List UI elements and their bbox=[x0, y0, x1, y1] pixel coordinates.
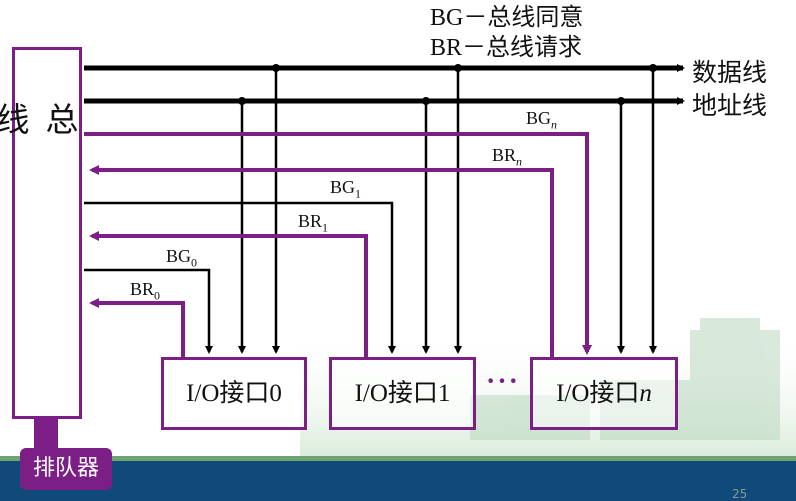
io-interface-0: I/O接口0 bbox=[161, 357, 307, 430]
signal-label-br1: BR1 bbox=[298, 211, 329, 235]
bus-controller-char: 线 bbox=[0, 102, 27, 141]
address-bus-label: 地址线 bbox=[692, 93, 768, 120]
signal-label-bg0: BG0 bbox=[166, 246, 198, 270]
bg1-line bbox=[84, 201, 396, 354]
legend: BG－总线同意 BR－总线请求 bbox=[430, 3, 583, 63]
junction-dot bbox=[454, 64, 462, 72]
junction-dot bbox=[272, 64, 280, 72]
bg0-line bbox=[84, 268, 213, 354]
br1-line bbox=[89, 231, 368, 357]
bus-controller-char: 总 bbox=[40, 102, 76, 141]
queue-badge: 排队器 bbox=[20, 448, 112, 490]
io-interface-n: I/O接口n bbox=[530, 357, 678, 430]
signal-label-brn: BRn bbox=[492, 145, 523, 169]
legend-bg: BG－总线同意 bbox=[430, 5, 584, 31]
junction-dot bbox=[238, 97, 246, 105]
ellipsis: ··· bbox=[486, 366, 521, 397]
signal-label-br0: BR0 bbox=[130, 279, 161, 303]
junction-dot bbox=[422, 97, 430, 105]
signal-label-bgn: BGn bbox=[526, 108, 558, 132]
bus-controller-label: 总 线 控 制 部 件 bbox=[0, 102, 82, 141]
bgn-line bbox=[84, 132, 592, 355]
page-number: 25 bbox=[732, 487, 748, 501]
brn-line bbox=[89, 165, 554, 357]
br0-line bbox=[89, 298, 185, 357]
legend-br: BR－总线请求 bbox=[430, 35, 583, 61]
signal-label-bg1: BG1 bbox=[330, 177, 362, 201]
junction-dot bbox=[649, 64, 657, 72]
bus-controller-box bbox=[12, 47, 82, 419]
io-interface-1: I/O接口1 bbox=[329, 357, 476, 430]
data-bus-label: 数据线 bbox=[692, 60, 768, 87]
junction-dot bbox=[617, 97, 625, 105]
